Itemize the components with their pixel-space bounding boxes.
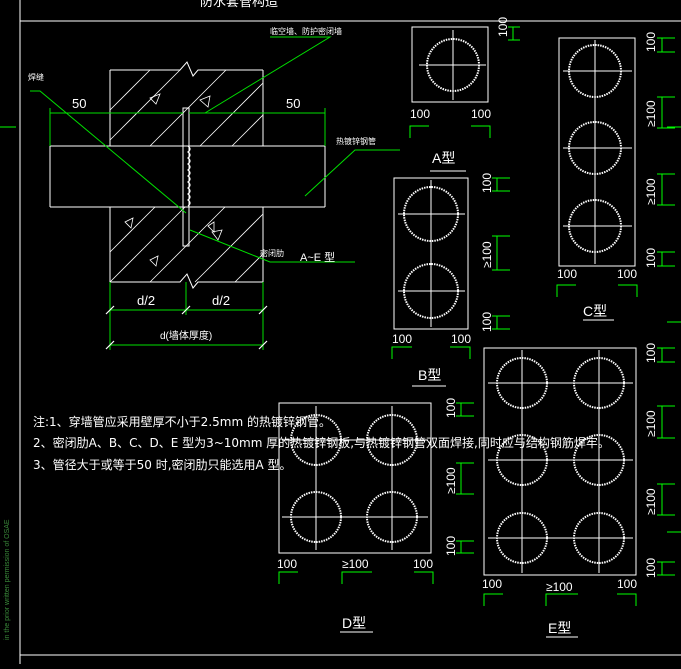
plate-C-dim-w-right: 100 <box>617 267 637 281</box>
plate-D-dim-h-top: 100 <box>444 398 458 418</box>
label-seal: 密闭肋 <box>260 248 284 258</box>
dim-ticks <box>105 305 268 350</box>
side-text: in the prior written permission of OSAE <box>4 519 11 640</box>
plate-D-caption: D型 <box>342 615 366 631</box>
plate-A: 100 100 100 A型 <box>409 17 520 172</box>
weld-bead <box>187 145 191 207</box>
plate-C-dim-mid2: ≥100 <box>644 178 658 205</box>
plate-D-dim-h-bottom: 100 <box>444 536 458 556</box>
plate-E-dim-w-right: 100 <box>617 577 637 591</box>
plate-A-dim-w-left: 100 <box>410 107 430 121</box>
leaders <box>30 36 400 263</box>
plate-B-dim-mid: ≥100 <box>480 241 494 268</box>
dim-half-left: d/2 <box>137 293 155 308</box>
plate-B-dim-w-left: 100 <box>392 332 412 346</box>
dim-half-right: d/2 <box>212 293 230 308</box>
plate-D-dim-w-right: 100 <box>413 557 433 571</box>
plate-A-caption: A型 <box>432 150 455 166</box>
plate-D-dim-w-mid: ≥100 <box>342 557 369 571</box>
note-2: 2、密闭肋A、B、C、D、E 型为3~10mm 厚的热镀锌钢板,与热镀锌钢管双面… <box>33 436 610 450</box>
plate-E-dim-w-mid: ≥100 <box>546 580 573 594</box>
plate-A-dim-h: 100 <box>496 17 510 37</box>
note-3: 3、管径大于或等于50 时,密闭肋只能选用A 型。 <box>33 458 292 472</box>
plate-D-dim-mid: ≥100 <box>444 467 458 494</box>
note-1: 注:1、穿墙管应采用壁厚不小于2.5mm 的热镀锌钢管。 <box>33 415 331 429</box>
plate-B-dim-h-top: 100 <box>480 173 494 193</box>
plate-E-caption: E型 <box>548 620 571 636</box>
plate-B-caption: B型 <box>418 367 441 383</box>
plate-D-dim-w-left: 100 <box>277 557 297 571</box>
steel-pipe <box>49 145 326 208</box>
label-pipe: 热镀锌钢管 <box>336 136 376 146</box>
title-fragment: 防水套管构造 <box>200 0 278 9</box>
plate-C: 100 ≥100 ≥100 100 100 100 C型 <box>556 32 675 321</box>
dim-total: d(墙体厚度) <box>160 329 212 342</box>
outer-frame-tick <box>0 126 681 533</box>
plate-E-dim-mid2: ≥100 <box>644 488 658 515</box>
plate-E: 100 ≥100 ≥100 100 100 ≥100 100 E型 <box>482 343 675 638</box>
dim-right-50: 50 <box>286 96 300 111</box>
plate-B: 100 ≥100 100 100 100 B型 <box>391 173 510 387</box>
plate-C-dim-w-left: 100 <box>557 267 577 281</box>
dim-left-50: 50 <box>72 96 86 111</box>
concrete-hatch <box>109 69 264 283</box>
plate-E-dim-h-bottom: 100 <box>644 558 658 578</box>
seal-rib-plate <box>182 107 190 247</box>
viewport-frame <box>19 0 681 664</box>
plate-D: 100 ≥100 100 100 ≥100 100 D型 <box>277 398 474 633</box>
plate-C-dim-mid1: ≥100 <box>644 100 658 127</box>
plate-E-dim-mid1: ≥100 <box>644 410 658 437</box>
plate-E-dim-h-top: 100 <box>644 343 658 363</box>
label-weld: 焊缝 <box>28 72 44 82</box>
plate-C-dim-h-bottom: 100 <box>644 248 658 268</box>
plate-E-dim-w-left: 100 <box>482 577 502 591</box>
aggregate-marks <box>124 93 223 267</box>
plate-C-caption: C型 <box>583 303 607 319</box>
plate-B-dim-h-bottom: 100 <box>480 312 494 332</box>
label-seal-type: A~E 型 <box>300 250 335 264</box>
label-top-wall: 临空墙、防护密闭墙 <box>270 26 342 36</box>
plate-B-dim-w-right: 100 <box>451 332 471 346</box>
wall-section <box>49 61 326 289</box>
plate-C-dim-h-top: 100 <box>644 32 658 52</box>
plate-A-dim-w-right: 100 <box>471 107 491 121</box>
section-dims <box>49 108 326 350</box>
